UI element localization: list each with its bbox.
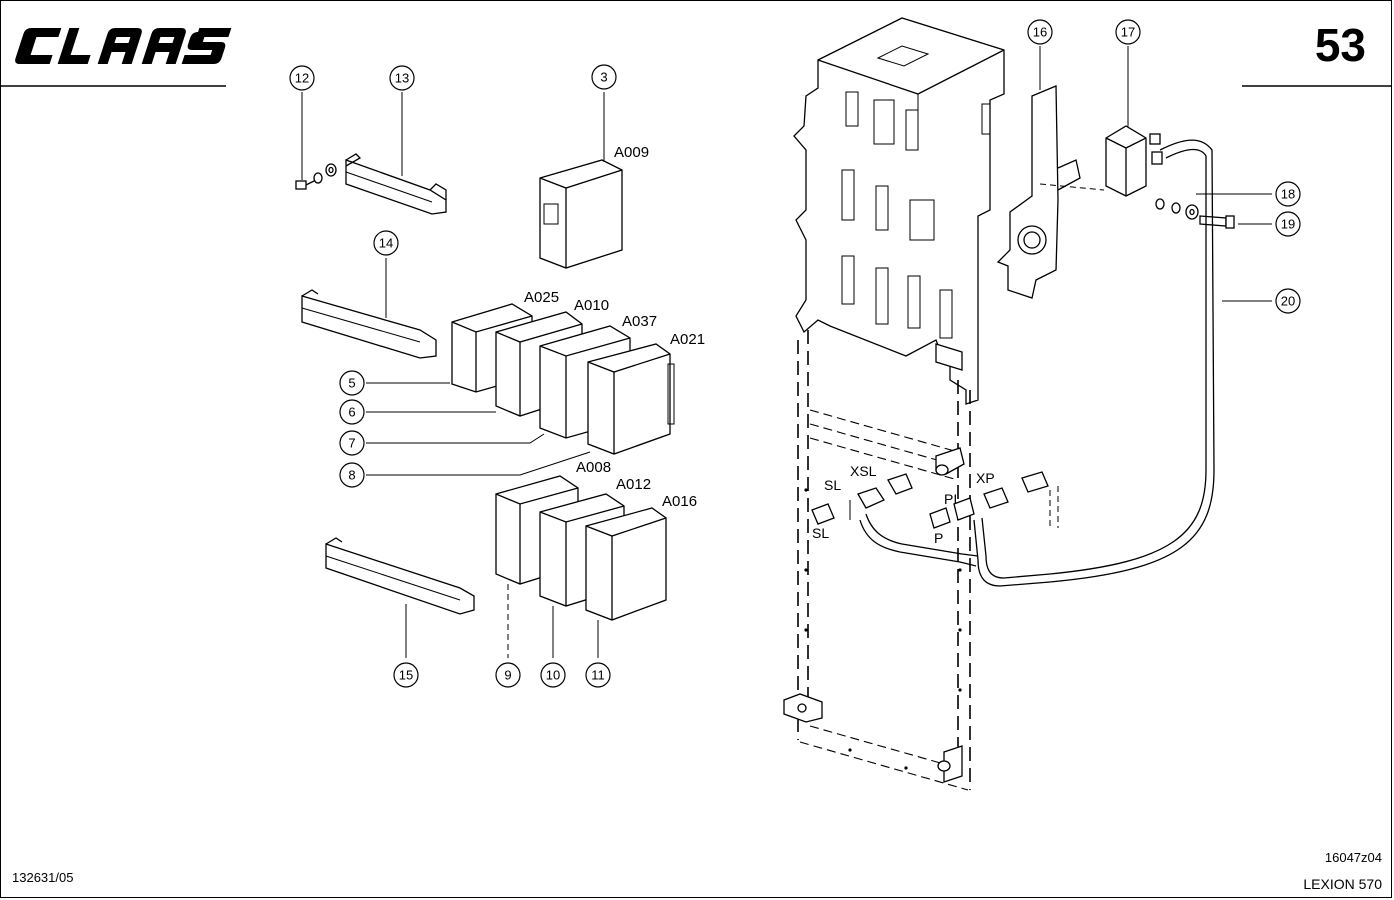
callout-14: 14	[373, 230, 399, 256]
callout-17: 17	[1115, 19, 1141, 45]
part-module-a016	[585, 507, 667, 621]
designation-a021: A021	[670, 331, 705, 348]
callout-9: 9	[495, 662, 521, 688]
callout-16: 16	[1027, 19, 1053, 45]
svg-text:13: 13	[395, 71, 409, 86]
designation-a016: A016	[662, 493, 697, 510]
callout-20: 20	[1275, 288, 1301, 314]
callout-10: 10	[540, 662, 566, 688]
svg-text:6: 6	[348, 405, 355, 420]
callout-18: 18	[1275, 181, 1301, 207]
svg-text:8: 8	[348, 468, 355, 483]
svg-text:5: 5	[348, 376, 355, 391]
machine-model: LEXION 570	[1303, 876, 1382, 892]
svg-text:12: 12	[295, 71, 309, 86]
page-number: 53	[1314, 19, 1366, 71]
svg-text:16: 16	[1033, 25, 1047, 40]
callout-7: 7	[339, 430, 365, 456]
svg-text:14: 14	[379, 236, 393, 251]
connector-label-xp: XP	[976, 470, 995, 486]
callout-6: 6	[339, 399, 365, 425]
svg-text:10: 10	[546, 668, 560, 683]
callout-13: 13	[389, 65, 415, 91]
designation-a009: A009	[614, 144, 649, 161]
designation-a037: A037	[622, 313, 657, 330]
part-module-a021	[587, 343, 675, 455]
part-module-a009	[539, 159, 623, 269]
svg-text:20: 20	[1281, 294, 1295, 309]
connector-label-xsl: XSL	[850, 463, 877, 479]
callout-15: 15	[393, 662, 419, 688]
callout-11: 11	[585, 662, 611, 688]
svg-text:18: 18	[1281, 187, 1295, 202]
connector-label-sl-bottom: SL	[812, 525, 829, 541]
part-bracket-13	[345, 153, 447, 215]
svg-text:11: 11	[591, 668, 605, 683]
part-bracket-14	[301, 289, 437, 359]
part-screw-12	[295, 163, 337, 190]
connector-label-p: P	[934, 530, 943, 546]
callout-8: 8	[339, 462, 365, 488]
part-cable-20	[859, 139, 1215, 587]
document-number: 132631/05	[12, 870, 74, 885]
callout-5: 5	[339, 370, 365, 396]
connectors	[811, 471, 1059, 530]
svg-text:19: 19	[1281, 217, 1295, 232]
part-holder-16	[996, 85, 1105, 299]
leader-lines	[301, 46, 1272, 658]
designation-a010: A010	[574, 297, 609, 314]
main-mounting-frame	[793, 17, 1005, 405]
part-bracket-15	[325, 537, 475, 615]
svg-text:15: 15	[399, 668, 413, 683]
designation-a025: A025	[524, 289, 559, 306]
part-sensor-17	[1105, 125, 1235, 229]
callout-12: 12	[289, 65, 315, 91]
drawing-code: 16047z04	[1324, 850, 1382, 865]
svg-text:3: 3	[600, 70, 607, 85]
claas-logo	[15, 28, 232, 64]
designation-a008: A008	[576, 459, 611, 476]
svg-text:17: 17	[1121, 25, 1135, 40]
svg-text:7: 7	[348, 436, 355, 451]
connector-label-pi: PI	[944, 491, 957, 507]
callout-19: 19	[1275, 211, 1301, 237]
lower-frame-dashed	[783, 330, 971, 791]
callout-3: 3	[591, 64, 617, 90]
connector-label-sl-top: SL	[824, 477, 841, 493]
svg-text:9: 9	[504, 668, 511, 683]
designation-a012: A012	[616, 476, 651, 493]
